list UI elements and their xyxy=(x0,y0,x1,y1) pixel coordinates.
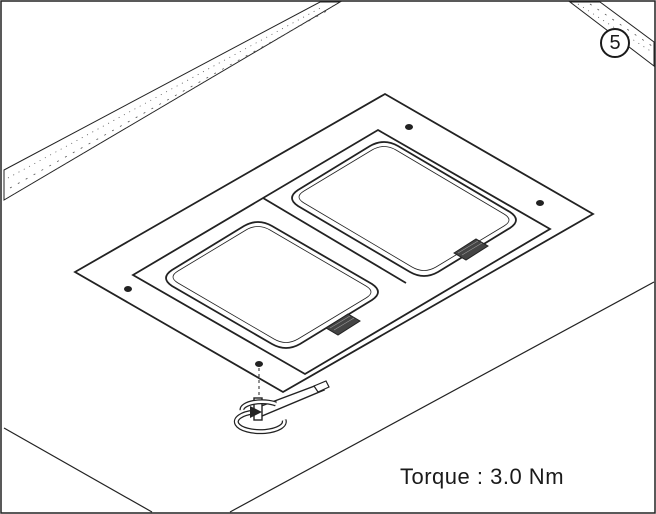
control-pad-right xyxy=(453,238,489,261)
cooking-zone-right xyxy=(291,141,517,277)
control-pad-left xyxy=(325,313,361,336)
step-number-badge: 5 xyxy=(600,28,630,58)
cooking-zone-left xyxy=(165,221,379,349)
countertop-surface xyxy=(3,281,655,513)
torque-label: Torque : 3.0 Nm xyxy=(400,464,565,489)
screw-holes xyxy=(124,124,544,367)
rotation-arrow-icon xyxy=(233,399,287,435)
